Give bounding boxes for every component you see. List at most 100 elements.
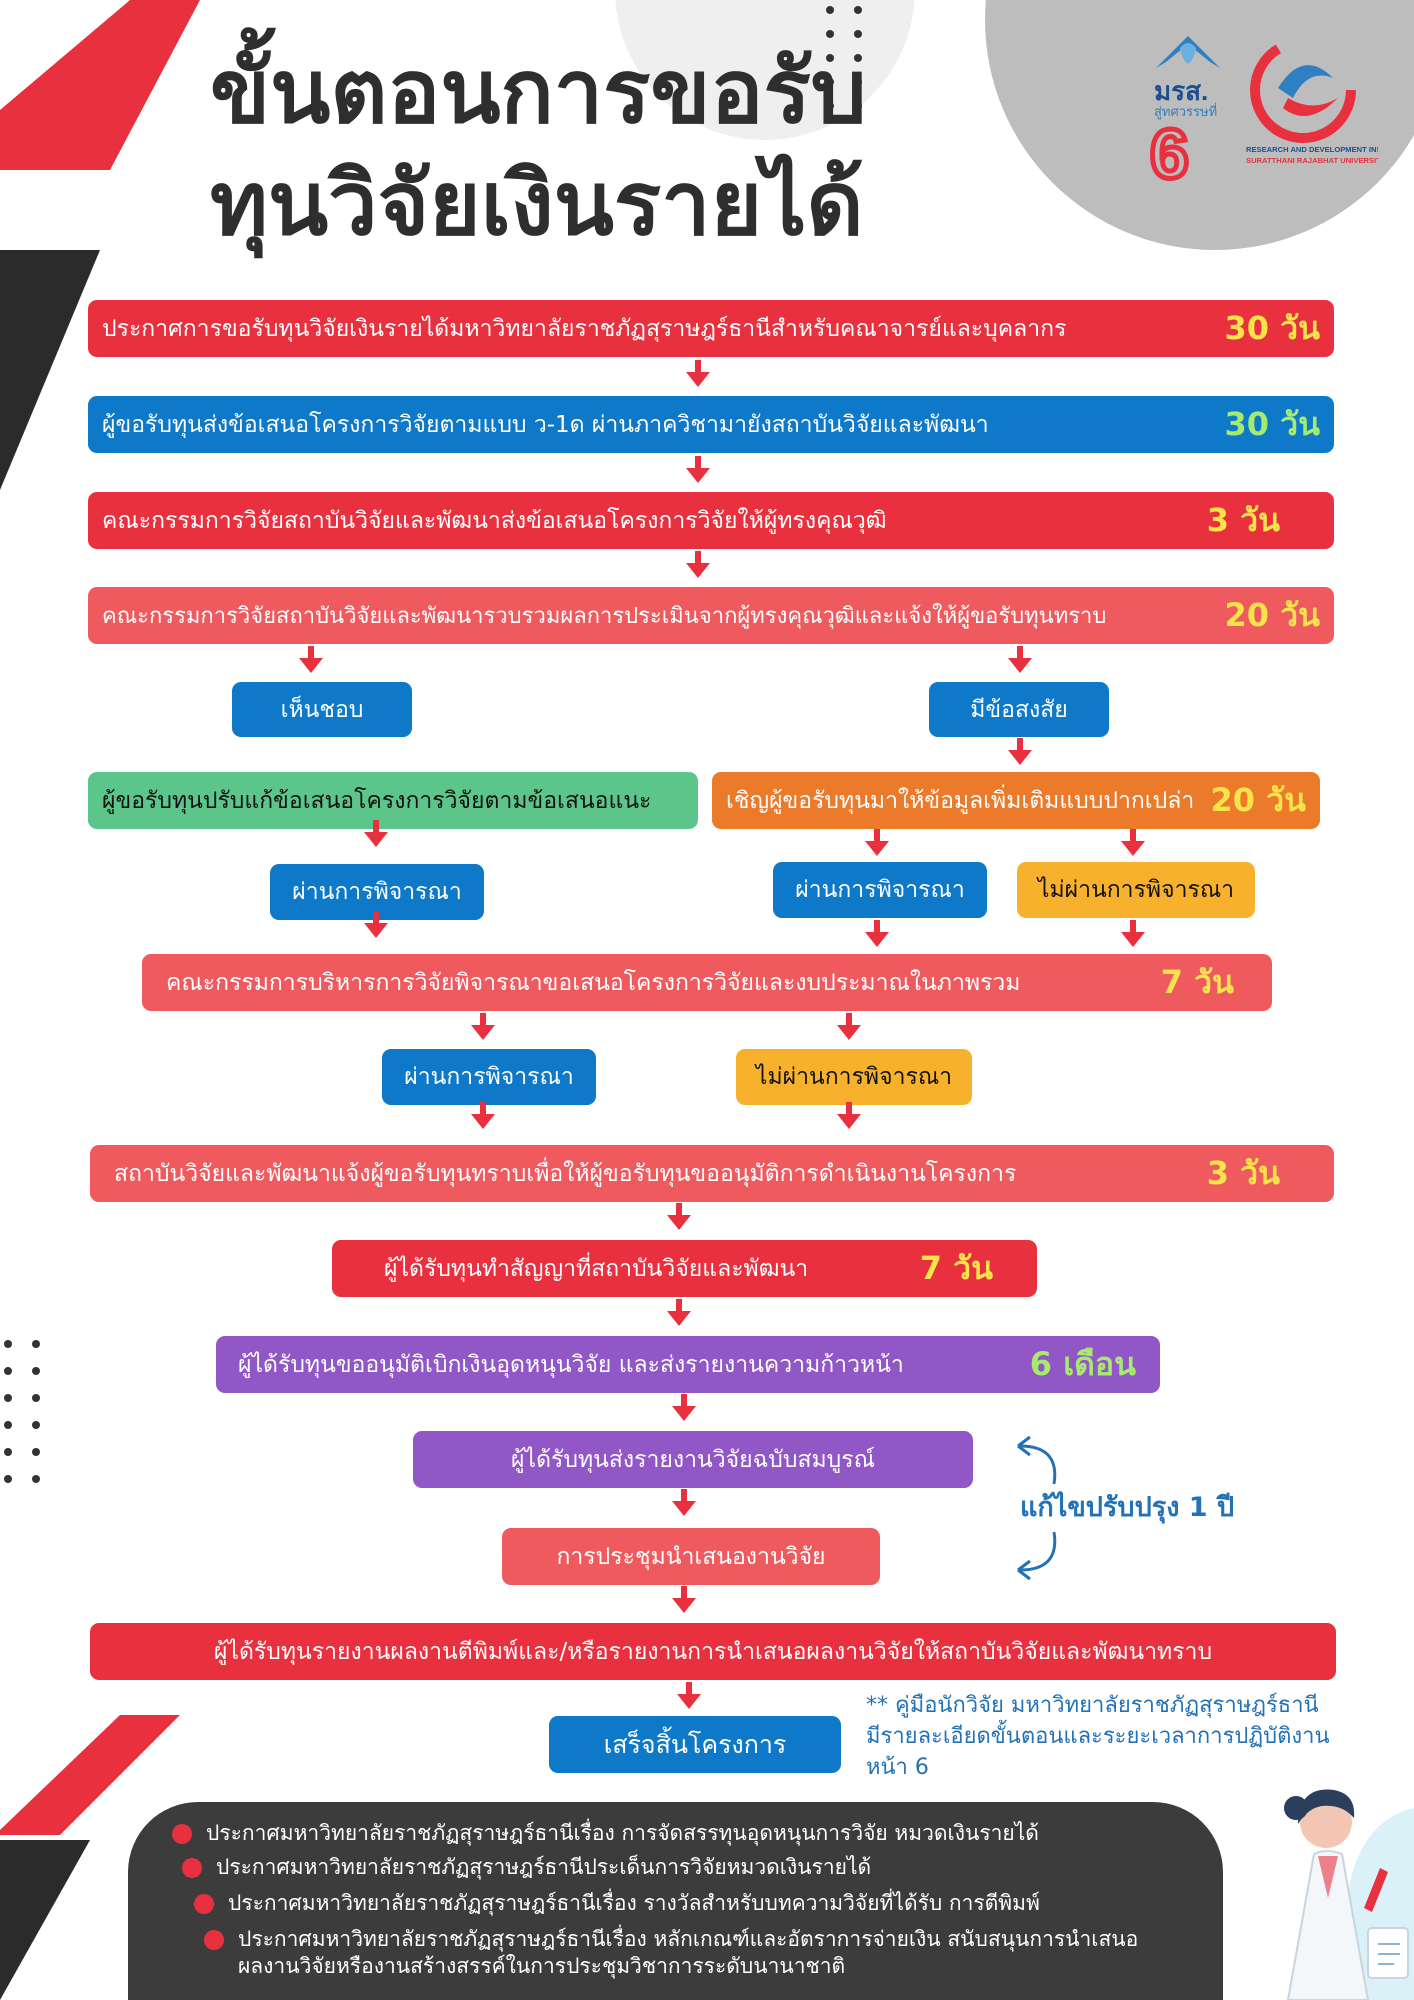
reference-item: ประกาศมหาวิทยาลัยราชภัฏสุราษฎร์ธานีเรื่อ… — [204, 1926, 1138, 1980]
manual-note-line3: หน้า 6 — [866, 1755, 929, 1780]
step-notify-approval-text: สถาบันวิจัยและพัฒนาแจ้งผู้ขอรับทุนทราบเพ… — [114, 1160, 1017, 1187]
logo-left-number: 6 — [1150, 115, 1189, 190]
arrow-down — [1008, 646, 1032, 673]
reference-text-line1: ประกาศมหาวิทยาลัยราชภัฏสุราษฎร์ธานีเรื่อ… — [238, 1927, 1139, 1951]
step-oral-presentation-text: เชิญผู้ขอรับทุนมาให้ข้อมูลเพิ่มเติมแบบปา… — [726, 787, 1195, 814]
arrow-down — [364, 911, 388, 938]
step-announcement: ประกาศการขอรับทุนวิจัยเงินรายได้มหาวิทยา… — [88, 300, 1334, 357]
step-sign-contract: ผู้ได้รับทุนทำสัญญาที่สถาบันวิจัยและพัฒน… — [332, 1240, 1037, 1297]
arrow-down — [686, 551, 710, 578]
manual-note-line1: ** คู่มือนักวิจัย มหาวิทยาลัยราชภัฏสุราษ… — [866, 1693, 1319, 1718]
reference-text-line2: ผลงานวิจัยหรืองานสร้างสรรค์ในการประชุมวิ… — [238, 1954, 846, 1978]
researcher-illustration-icon — [1284, 1789, 1414, 2000]
arrow-down — [686, 456, 710, 483]
step-send-to-experts-text: คณะกรรมการวิจัยสถาบันวิจัยและพัฒนาส่งข้อ… — [102, 507, 887, 534]
result-fail-oral: ไม่ผ่านการพิจารณา — [1017, 862, 1255, 918]
arrow-down — [865, 829, 889, 856]
step-submit-proposal: ผู้ขอรับทุนส่งข้อเสนอโครงการวิจัยตามแบบ … — [88, 396, 1334, 453]
step-collect-evaluations-duration: 20 วัน — [1224, 596, 1320, 634]
logo-left-text: มรส. — [1154, 76, 1208, 106]
step-publication-report: ผู้ได้รับทุนรายงานผลงานตีพิมพ์และ/หรือรา… — [90, 1623, 1336, 1680]
decor-dots-top — [826, 6, 862, 110]
logo-area: มรส. สู่ทศวรรษที่ 6 RESEARCH AND DEVELOP… — [1148, 30, 1408, 196]
step-notify-approval: สถาบันวิจัยและพัฒนาแจ้งผู้ขอรับทุนทราบเพ… — [90, 1145, 1334, 1202]
arrow-down — [1121, 920, 1145, 947]
arrow-down — [837, 1102, 861, 1129]
decor-dots-left — [4, 1340, 40, 1483]
arrow-down — [672, 1489, 696, 1516]
arrow-down — [1121, 829, 1145, 856]
step-project-complete: เสร็จสิ้นโครงการ — [549, 1716, 841, 1773]
step-management-review: คณะกรรมการบริหารการวิจัยพิจารณาขอเสนอโคร… — [142, 954, 1272, 1011]
result-pass-management: ผ่านการพิจารณา — [382, 1049, 596, 1105]
reference-text: ประกาศมหาวิทยาลัยราชภัฏสุราษฎร์ธานีเรื่อ… — [206, 1821, 1039, 1845]
step-disbursement-progress: ผู้ได้รับทุนขออนุมัติเบิกเงินอุดหนุนวิจั… — [216, 1336, 1160, 1393]
step-send-to-experts-duration: 3 วัน — [1206, 501, 1280, 539]
step-oral-presentation: เชิญผู้ขอรับทุนมาให้ข้อมูลเพิ่มเติมแบบปา… — [712, 772, 1320, 829]
arrow-down — [667, 1203, 691, 1230]
step-sign-contract-text: ผู้ได้รับทุนทำสัญญาที่สถาบันวิจัยและพัฒน… — [384, 1255, 809, 1282]
logo-right-line1: RESEARCH AND DEVELOPMENT INSTITUTE — [1246, 145, 1378, 154]
arrow-down — [364, 820, 388, 847]
result-fail-management: ไม่ผ่านการพิจารณา — [736, 1049, 972, 1105]
decor-stripe-red-bottom — [0, 1715, 180, 1835]
page-title-line2: ทุนวิจัยเงินรายได้ — [210, 152, 864, 255]
arrow-down — [667, 1299, 691, 1326]
bullet-icon — [182, 1858, 202, 1878]
step-disbursement-progress-text: ผู้ได้รับทุนขออนุมัติเบิกเงินอุดหนุนวิจั… — [238, 1351, 904, 1378]
branch-agree: เห็นชอบ — [232, 682, 412, 737]
step-management-review-duration: 7 วัน — [1160, 963, 1234, 1001]
arrow-down — [672, 1586, 696, 1613]
manual-note: ** คู่มือนักวิจัย มหาวิทยาลัยราชภัฏสุราษ… — [866, 1690, 1330, 1783]
result-pass-revise: ผ่านการพิจารณา — [270, 864, 484, 920]
arrow-down — [837, 1013, 861, 1040]
bullet-icon — [194, 1894, 214, 1914]
result-pass-oral: ผ่านการพิจารณา — [773, 862, 987, 918]
step-oral-presentation-duration: 20 วัน — [1210, 781, 1306, 819]
decor-stripe-red-top — [0, 0, 200, 170]
revision-period-label: แก้ไขปรับปรุง 1 ปี — [1020, 1492, 1235, 1523]
reference-text-multiline: ประกาศมหาวิทยาลัยราชภัฏสุราษฎร์ธานีเรื่อ… — [238, 1926, 1138, 1980]
decor-stripe-dark — [0, 250, 100, 490]
arrow-down — [677, 1682, 701, 1709]
university-logo: มรส. สู่ทศวรรษที่ 6 RESEARCH AND DEVELOP… — [1148, 36, 1408, 196]
step-send-to-experts: คณะกรรมการวิจัยสถาบันวิจัยและพัฒนาส่งข้อ… — [88, 492, 1334, 549]
step-disbursement-progress-duration: 6 เดือน — [1029, 1345, 1136, 1383]
arrow-down — [672, 1394, 696, 1421]
arrow-down — [471, 1102, 495, 1129]
decor-stripe-dark-bottom — [0, 1840, 90, 2000]
institute-emblem-icon — [1250, 37, 1356, 143]
arrow-down — [299, 646, 323, 673]
reference-item: ประกาศมหาวิทยาลัยราชภัฏสุราษฎร์ธานีประเด… — [182, 1854, 871, 1881]
logo-left-sub: สู่ทศวรรษที่ — [1154, 103, 1217, 120]
step-submit-proposal-duration: 30 วัน — [1224, 405, 1320, 443]
arrow-down — [686, 360, 710, 387]
step-submit-proposal-text: ผู้ขอรับทุนส่งข้อเสนอโครงการวิจัยตามแบบ … — [102, 411, 989, 438]
step-collect-evaluations: คณะกรรมการวิจัยสถาบันวิจัยและพัฒนารวบรวม… — [88, 587, 1334, 644]
reference-item: ประกาศมหาวิทยาลัยราชภัฏสุราษฎร์ธานีเรื่อ… — [194, 1890, 1040, 1917]
references-panel: ประกาศมหาวิทยาลัยราชภัฏสุราษฎร์ธานีเรื่อ… — [128, 1802, 1223, 2000]
reference-text: ประกาศมหาวิทยาลัยราชภัฏสุราษฎร์ธานีเรื่อ… — [228, 1891, 1040, 1915]
step-announcement-text: ประกาศการขอรับทุนวิจัยเงินรายได้มหาวิทยา… — [102, 315, 1067, 342]
bullet-icon — [204, 1930, 224, 1950]
bullet-icon — [172, 1824, 192, 1844]
step-notify-approval-duration: 3 วัน — [1206, 1154, 1280, 1192]
step-revise-proposal-text: ผู้ขอรับทุนปรับแก้ข้อเสนอโครงการวิจัยตาม… — [102, 787, 652, 814]
step-revise-proposal: ผู้ขอรับทุนปรับแก้ข้อเสนอโครงการวิจัยตาม… — [88, 772, 698, 829]
step-final-report: ผู้ได้รับทุนส่งรายงานวิจัยฉบับสมบูรณ์ — [413, 1431, 973, 1488]
step-sign-contract-duration: 7 วัน — [919, 1249, 993, 1287]
manual-note-line2: มีรายละเอียดขั้นตอนและระยะเวลาการปฏิบัติ… — [866, 1724, 1330, 1749]
arrow-down — [865, 920, 889, 947]
revision-loop-arrows-icon — [1017, 1435, 1057, 1581]
reference-item: ประกาศมหาวิทยาลัยราชภัฏสุราษฎร์ธานีเรื่อ… — [172, 1820, 1039, 1847]
step-management-review-text: คณะกรรมการบริหารการวิจัยพิจารณาขอเสนอโคร… — [166, 969, 1021, 996]
step-announcement-duration: 30 วัน — [1224, 309, 1320, 347]
reference-text: ประกาศมหาวิทยาลัยราชภัฏสุราษฎร์ธานีประเด… — [216, 1855, 872, 1879]
arrow-down — [471, 1013, 495, 1040]
step-research-presentation: การประชุมนำเสนองานวิจัย — [502, 1528, 880, 1585]
arrow-down — [1008, 738, 1032, 765]
logo-right-line2: SURATTHANI RAJABHAT UNIVERSITY — [1246, 156, 1378, 165]
step-collect-evaluations-text: คณะกรรมการวิจัยสถาบันวิจัยและพัฒนารวบรวม… — [102, 604, 1107, 629]
page-title-line1: ขั้นตอนการขอรับ — [210, 40, 867, 143]
branch-doubt: มีข้อสงสัย — [929, 682, 1109, 737]
